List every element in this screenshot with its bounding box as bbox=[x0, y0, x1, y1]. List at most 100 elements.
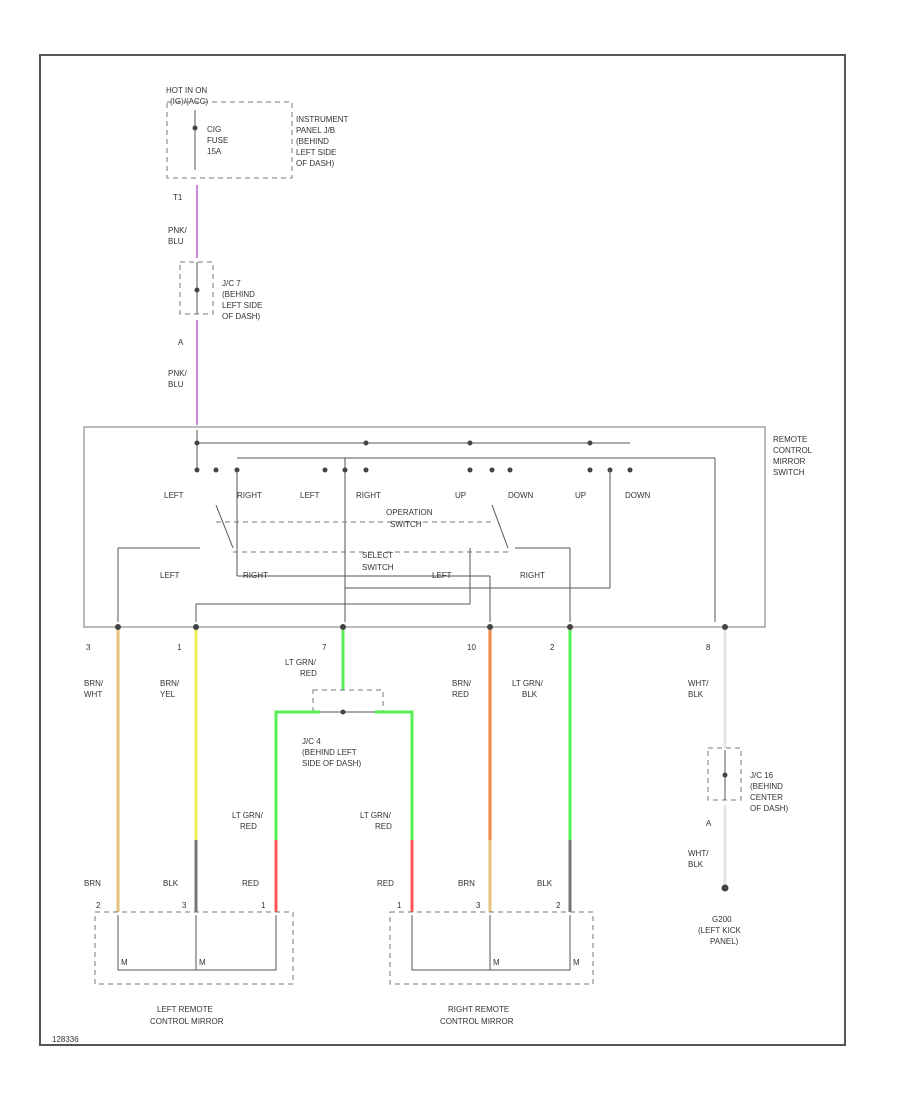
jc16-label-3: CENTER bbox=[750, 793, 783, 802]
left-mirror-label-2: CONTROL MIRROR bbox=[150, 1017, 224, 1026]
diagram-frame bbox=[39, 54, 846, 1046]
ground-name: G200 bbox=[712, 915, 732, 924]
wire-label: LT GRN/ bbox=[232, 811, 264, 820]
wire-label: BLU bbox=[168, 237, 184, 246]
right-mirror-label-2: CONTROL MIRROR bbox=[440, 1017, 514, 1026]
right-mirror-circuit bbox=[411, 915, 571, 971]
wire-label: PNK/ bbox=[168, 369, 187, 378]
wire-label: RED bbox=[375, 822, 392, 831]
wire-label: PNK/ bbox=[168, 226, 187, 235]
right-mirror-motor-1: M bbox=[493, 958, 500, 967]
svg-text:BRN/: BRN/ bbox=[452, 679, 472, 688]
left-mirror-circuit bbox=[117, 915, 277, 971]
svg-text:7: 7 bbox=[322, 643, 327, 652]
jc16-label-2: (BEHIND bbox=[750, 782, 783, 791]
wire-label: LT GRN/ bbox=[360, 811, 392, 820]
left-mirror-pin: 2 bbox=[96, 901, 101, 910]
left-mirror-motor-2: M bbox=[199, 958, 206, 967]
switch-contacts bbox=[194, 440, 633, 473]
wire-jc4-right bbox=[375, 710, 414, 840]
select-switch-label-2: SWITCH bbox=[362, 563, 394, 572]
figure-id: 128336 bbox=[52, 1035, 79, 1044]
operation-blade-left bbox=[215, 504, 234, 549]
operation-switch-label-2: SWITCH bbox=[390, 520, 422, 529]
wire-label: BLK bbox=[688, 860, 704, 869]
select-switch-label: SELECT bbox=[362, 551, 393, 560]
select-pos: RIGHT bbox=[243, 571, 268, 580]
wire-jc4-left bbox=[274, 710, 320, 840]
svg-text:LEFT: LEFT bbox=[164, 491, 184, 500]
fuse-terminal bbox=[192, 125, 198, 131]
svg-text:LEFT: LEFT bbox=[300, 491, 320, 500]
svg-text:LT GRN/: LT GRN/ bbox=[285, 658, 317, 667]
wire-label: WHT/ bbox=[688, 849, 709, 858]
svg-text:1: 1 bbox=[177, 643, 182, 652]
svg-text:RED: RED bbox=[300, 669, 317, 678]
svg-text:WHT: WHT bbox=[84, 690, 102, 699]
svg-text:RED: RED bbox=[242, 879, 259, 888]
right-mirror-pin: 3 bbox=[476, 901, 481, 910]
jc4-node bbox=[340, 709, 346, 715]
svg-text:RED: RED bbox=[452, 690, 469, 699]
jc7-pin: A bbox=[178, 338, 184, 347]
wire-label: RED bbox=[240, 822, 257, 831]
wire-labels: BRN/ WHT BRN/ YEL LT GRN/ RED BRN/ RED L… bbox=[84, 658, 709, 699]
svg-text:UP: UP bbox=[455, 491, 466, 500]
svg-text:RED: RED bbox=[377, 879, 394, 888]
svg-text:RIGHT: RIGHT bbox=[237, 491, 262, 500]
switch-name-4: SWITCH bbox=[773, 468, 805, 477]
switch-pins: 3 1 7 10 2 8 bbox=[86, 624, 728, 652]
switch-position-labels: LEFT RIGHT LEFT RIGHT UP DOWN UP DOWN bbox=[164, 491, 651, 500]
svg-text:BLK: BLK bbox=[163, 879, 179, 888]
switch-name: REMOTE bbox=[773, 435, 807, 444]
svg-text:DOWN: DOWN bbox=[508, 491, 534, 500]
left-mirror-label: LEFT REMOTE bbox=[157, 1005, 213, 1014]
right-mirror-label: RIGHT REMOTE bbox=[448, 1005, 509, 1014]
operation-blade-right bbox=[491, 504, 509, 549]
jc16-pin: A bbox=[706, 819, 712, 828]
fuse-name: CIG bbox=[207, 125, 221, 134]
svg-text:BRN/: BRN/ bbox=[84, 679, 104, 688]
ground-loc-2: PANEL) bbox=[710, 937, 739, 946]
left-mirror-motor-1: M bbox=[121, 958, 128, 967]
jc7-label-4: OF DASH) bbox=[222, 312, 261, 321]
svg-text:3: 3 bbox=[86, 643, 91, 652]
jc4-box bbox=[312, 689, 384, 713]
jb-location-2: PANEL J/B bbox=[296, 126, 335, 135]
svg-text:BLK: BLK bbox=[522, 690, 538, 699]
left-mirror-pin: 1 bbox=[261, 901, 266, 910]
wire-label: BLU bbox=[168, 380, 184, 389]
jc16-label-4: OF DASH) bbox=[750, 804, 789, 813]
jc16-label: J/C 16 bbox=[750, 771, 774, 780]
svg-text:BLK: BLK bbox=[537, 879, 553, 888]
svg-text:8: 8 bbox=[706, 643, 711, 652]
svg-text:UP: UP bbox=[575, 491, 586, 500]
jc4-label: J/C 4 bbox=[302, 737, 321, 746]
svg-text:LT GRN/: LT GRN/ bbox=[512, 679, 544, 688]
fuse-rating: 15A bbox=[207, 147, 222, 156]
right-mirror-motor-2: M bbox=[573, 958, 580, 967]
jb-location-5: OF DASH) bbox=[296, 159, 335, 168]
right-mirror-pin: 2 bbox=[556, 901, 561, 910]
jc7-node bbox=[194, 287, 200, 293]
jc7-label: J/C 7 bbox=[222, 279, 241, 288]
left-mirror-pin: 3 bbox=[182, 901, 187, 910]
fuse-type: FUSE bbox=[207, 136, 228, 145]
jb-location: INSTRUMENT bbox=[296, 115, 349, 124]
operation-switch-label: OPERATION bbox=[386, 508, 433, 517]
ground-loc: (LEFT KICK bbox=[698, 926, 742, 935]
select-pos: RIGHT bbox=[520, 571, 545, 580]
select-pos: LEFT bbox=[432, 571, 452, 580]
mirror-switch-box bbox=[83, 426, 766, 628]
svg-text:DOWN: DOWN bbox=[625, 491, 651, 500]
svg-text:2: 2 bbox=[550, 643, 555, 652]
svg-text:WHT/: WHT/ bbox=[688, 679, 709, 688]
svg-text:RIGHT: RIGHT bbox=[356, 491, 381, 500]
jb-location-3: (BEHIND bbox=[296, 137, 329, 146]
jc4-label-2: (BEHIND LEFT bbox=[302, 748, 357, 757]
svg-text:BRN: BRN bbox=[84, 879, 101, 888]
jc16-node bbox=[722, 772, 728, 778]
switch-name-3: MIRROR bbox=[773, 457, 806, 466]
left-mirror-box bbox=[94, 911, 294, 985]
